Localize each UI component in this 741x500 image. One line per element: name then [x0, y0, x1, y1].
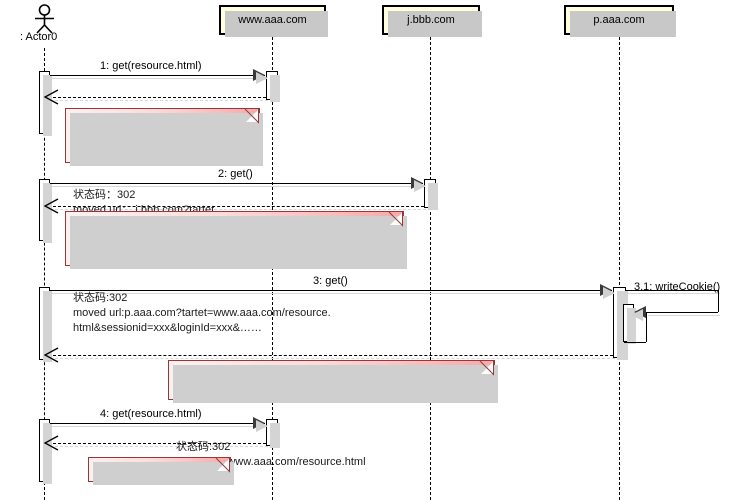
message-arrowhead-2 — [411, 177, 426, 192]
participant-label: www.aaa.com — [238, 14, 307, 26]
participant-shadow — [388, 11, 482, 37]
activation-www-2 — [266, 419, 280, 448]
activation-actor-2 — [39, 179, 52, 243]
message-line-1[interactable] — [50, 75, 267, 79]
message-return-arrowhead-3 — [43, 347, 59, 363]
activation-actor-3 — [39, 287, 52, 362]
note-dogear — [481, 361, 494, 374]
self-message-bottom-3-1[interactable] — [646, 312, 720, 316]
activation-actor-4 — [39, 419, 52, 484]
message-return-line-3[interactable] — [53, 355, 615, 359]
message-return-line-2[interactable] — [53, 206, 426, 210]
participant-p-aaa-com[interactable]: p.aaa.com — [564, 5, 676, 37]
activation-shadow — [270, 423, 280, 448]
participant-shadow — [225, 11, 328, 37]
participant-shadow — [570, 11, 676, 37]
note-shadow — [70, 216, 407, 269]
participant-j-bbb-com[interactable]: j.bbb.com — [382, 5, 482, 37]
note-text: 状态码:302 moved url:p.aaa.com?tartet=www.a… — [73, 292, 331, 334]
lifeline-p-aaa-com — [619, 37, 620, 500]
activation-actor-1 — [39, 71, 52, 136]
activation-shadow — [43, 291, 52, 362]
message-label-4: 4: get(resource.html) — [100, 408, 202, 420]
actor-stick-figure — [35, 4, 54, 34]
activation-j-bbb-1 — [424, 179, 438, 210]
note-dogear — [217, 458, 230, 471]
note-dogear — [246, 109, 259, 122]
message-return-line-4[interactable] — [53, 443, 268, 447]
participant-label: p.aaa.com — [593, 14, 645, 26]
message-label-2: 2: get() — [218, 168, 253, 180]
message-arrowhead-1 — [253, 69, 268, 84]
message-line-4[interactable] — [50, 423, 267, 427]
self-message-right-3-1 — [718, 290, 719, 312]
self-message-top-3-1[interactable] — [626, 290, 720, 294]
note-status-200: 状态码:200 — [88, 457, 234, 485]
note-shadow — [70, 113, 263, 166]
participant-www-aaa-com[interactable]: www.aaa.com — [219, 5, 328, 37]
message-line-3[interactable] — [50, 290, 614, 294]
self-message-arrowhead-3-1 — [631, 306, 646, 321]
actor-label: : Actor0 — [20, 31, 58, 43]
lifeline-j-bbb-com — [430, 37, 431, 500]
activation-shadow — [270, 75, 280, 102]
note-status-302-jbbb: 状态码：302 moved url： j.bbb.com?tartet =www… — [65, 108, 263, 231]
self-message-tail-bottom-3-1[interactable] — [624, 342, 646, 343]
message-label-3-1: 3.1: writeCookie() — [634, 281, 721, 293]
note-dogear — [390, 212, 403, 225]
message-return-arrowhead-4 — [43, 435, 59, 451]
activation-shadow — [428, 183, 438, 210]
activation-shadow — [617, 291, 628, 360]
activation-shadow — [43, 423, 52, 484]
note-status-302-www: 状态码:302 moved url:www.aaa.com/resource.h… — [168, 360, 498, 468]
lifeline-actor — [44, 48, 45, 500]
activation-shadow — [43, 183, 52, 243]
activation-shadow — [627, 308, 636, 344]
activation-www-1 — [266, 71, 280, 102]
note-status-302-paaa: 状态码:302 moved url:p.aaa.com?tartet=www.a… — [65, 211, 407, 334]
participant-label: j.bbb.com — [407, 14, 455, 26]
activation-p-aaa-self — [623, 304, 636, 344]
note-text: 状态码:302 moved url:www.aaa.com/resource.h… — [176, 441, 366, 468]
message-return-line-1[interactable] — [53, 97, 268, 101]
message-arrowhead-3 — [600, 284, 615, 299]
note-shadow — [93, 462, 234, 485]
message-arrowhead-4 — [253, 417, 268, 432]
message-return-arrowhead-1 — [43, 89, 59, 105]
activation-shadow — [43, 75, 52, 136]
message-return-arrowhead-2 — [43, 198, 59, 214]
message-line-2[interactable] — [50, 183, 425, 187]
message-label-3: 3: get() — [313, 275, 348, 287]
self-message-tail-3-1 — [646, 312, 647, 342]
note-shadow — [173, 365, 498, 403]
message-label-1: 1: get(resource.html) — [100, 60, 202, 72]
